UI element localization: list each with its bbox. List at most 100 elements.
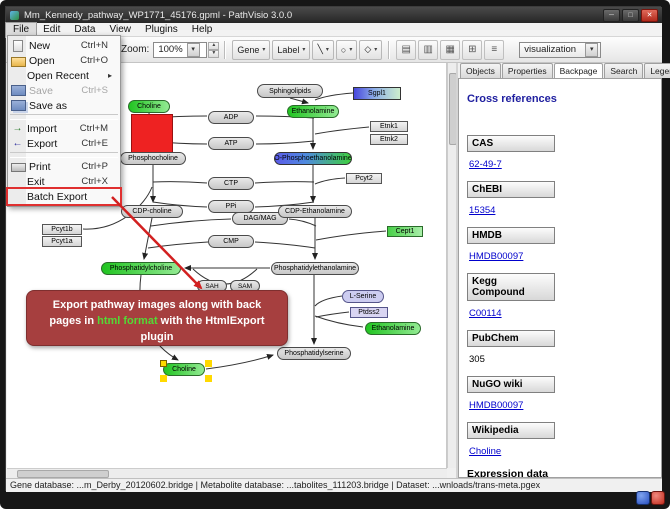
pathway-node[interactable]: Pcyt2	[346, 173, 382, 184]
pathway-node[interactable]: Ethanolamine	[287, 105, 339, 118]
menu-bar-item[interactable]: View	[102, 23, 138, 37]
pathway-node[interactable]: ADP	[208, 111, 254, 124]
pathway-node[interactable]: CDP-choline	[121, 205, 183, 218]
file-menu-item[interactable]	[10, 114, 118, 120]
xref-link[interactable]: 305	[469, 354, 485, 365]
app-icon	[10, 10, 19, 20]
pathway-node-label: DAG/MAG	[243, 215, 277, 222]
chevron-down-icon[interactable]: ▾	[186, 42, 200, 57]
xref-link[interactable]: HMDB00097	[469, 400, 524, 411]
file-menu-item[interactable]: Exit Ctrl+X	[8, 174, 120, 189]
distribute-button[interactable]: ⊞	[462, 39, 483, 60]
file-menu-item[interactable]	[10, 152, 118, 158]
xref-link[interactable]: Choline	[469, 446, 502, 457]
align-center-button[interactable]: ▥	[418, 39, 439, 60]
file-menu-item[interactable]: Open Ctrl+O	[8, 53, 120, 68]
scrollbar-thumb[interactable]	[17, 470, 109, 478]
maximize-button[interactable]: □	[622, 8, 639, 22]
pathway-node[interactable]: CDP-Ethanolamine	[278, 205, 352, 218]
file-menu-dropdown: New Ctrl+N Open Ctrl+O Open Recent Save	[7, 35, 121, 207]
menu-bar-item[interactable]: Edit	[36, 23, 67, 37]
file-menu-item[interactable]: Batch Export	[8, 189, 120, 204]
pathway-node[interactable]: Etnk1	[370, 121, 408, 132]
close-button[interactable]: ✕	[641, 8, 658, 22]
pathway-node[interactable]: CTP	[208, 177, 254, 190]
xref-link[interactable]: HMDB00097	[469, 251, 524, 262]
pathway-node[interactable]: Ethanolamine	[365, 322, 421, 335]
menu-item-label: Open	[29, 54, 55, 67]
file-menu-item[interactable]: Print Ctrl+P	[8, 159, 120, 174]
gene-datanode-tool-button[interactable]: Gene ▾	[232, 39, 271, 60]
pathway-node[interactable]: Phosphocholine	[120, 152, 186, 165]
pathway-node[interactable]: Cept1	[387, 226, 423, 237]
submenu-arrow-icon	[108, 71, 115, 80]
pathway-node[interactable]: L-Serine	[342, 290, 384, 303]
menu-bar-item[interactable]: Plugins	[138, 23, 185, 37]
pathway-node[interactable]: DAG/MAG	[232, 212, 288, 225]
pathway-node[interactable]: O-Phosphoethanolamine	[274, 152, 352, 165]
menu-item-label: Export	[27, 137, 58, 150]
line-tool-button[interactable]: ╲ ▾	[312, 39, 334, 60]
pathway-node-label: Pcyt2	[355, 175, 373, 182]
menu-bar-item[interactable]: File	[4, 21, 38, 38]
backpage-section: HMDB HMDB00097	[467, 227, 653, 263]
menu-item-icon	[11, 163, 26, 172]
frame-accent-button-red[interactable]	[651, 491, 665, 505]
menu-bar-item[interactable]: Data	[67, 23, 102, 37]
file-menu-item[interactable]: Save as	[8, 98, 120, 113]
chevron-down-icon: ▾	[262, 47, 266, 53]
zoom-combobox[interactable]: 100% ▾	[153, 41, 208, 58]
file-menu-item[interactable]: Save Ctrl+S	[8, 83, 120, 98]
align-left-button[interactable]: ▤	[396, 39, 417, 60]
shape-tool-button[interactable]: ◇ ▾	[359, 39, 383, 60]
sidebar-tab[interactable]: Search	[604, 63, 644, 78]
frame-accent-button-blue[interactable]	[636, 491, 650, 505]
canvas-vertical-scrollbar[interactable]	[447, 63, 457, 468]
sidebar-tab[interactable]: Backpage	[553, 63, 604, 79]
visualization-combobox[interactable]: visualization ▾	[519, 41, 602, 58]
pathway-node[interactable]: Etnk2	[370, 134, 408, 145]
pathway-node[interactable]: Choline	[160, 360, 205, 376]
file-menu-item[interactable]: Export Ctrl+E	[8, 136, 120, 151]
pathway-node[interactable]: Sphingolipids	[257, 84, 323, 98]
pathway-node[interactable]: Phosphatidylserine	[277, 347, 351, 360]
sidebar-tab[interactable]: Properties	[501, 63, 553, 78]
pathway-node[interactable]: CMP	[208, 235, 254, 248]
sidebar-tab[interactable]: Legend	[644, 63, 670, 78]
xref-link[interactable]: 62-49-7	[469, 159, 502, 170]
pathway-node[interactable]: Choline	[128, 100, 170, 113]
pathway-node[interactable]: PPi	[208, 200, 254, 213]
label-tool-button[interactable]: Label ▾	[272, 39, 311, 60]
pathway-node[interactable]: Phosphatidylcholine	[101, 262, 181, 275]
file-menu-item[interactable]: Import Ctrl+M	[8, 121, 120, 136]
stack-button[interactable]: ≡	[484, 39, 505, 60]
xref-source-header: ChEBI	[467, 181, 555, 198]
file-menu-item[interactable]: New Ctrl+N	[8, 38, 120, 53]
pathway-node[interactable]: Ptdss2	[350, 307, 388, 318]
pathway-node-label: Choline	[137, 103, 161, 110]
pathway-node[interactable]: ATP	[208, 137, 254, 150]
pathway-node[interactable]: Phosphatidylethanolamine	[271, 262, 359, 275]
pathway-node-label: Pcyt1a	[51, 238, 73, 245]
chevron-down-icon: ▾	[325, 47, 329, 53]
xref-link[interactable]: 15354	[469, 205, 496, 216]
menu-bar-item[interactable]: Help	[185, 23, 220, 37]
xref-link[interactable]: C00114	[469, 308, 502, 319]
minimize-button[interactable]: ─	[603, 8, 620, 22]
panel-splitter[interactable]	[456, 63, 458, 478]
pathway-node[interactable]: Pcyt1a	[42, 236, 82, 247]
file-menu-item[interactable]: Open Recent	[8, 68, 120, 83]
align-right-button[interactable]: ▦	[440, 39, 461, 60]
pathway-node[interactable]: Pcyt1b	[42, 224, 82, 235]
canvas-horizontal-scrollbar[interactable]	[7, 468, 447, 478]
pathway-node[interactable]: Sgpl1	[353, 87, 401, 100]
ellipse-tool-button[interactable]: ○ ▾	[335, 39, 358, 60]
chevron-down-icon[interactable]: ▾	[585, 42, 599, 57]
sidebar-tab[interactable]: Objects	[460, 63, 501, 78]
title-bar: Mm_Kennedy_pathway_WP1771_45176.gpml - P…	[6, 7, 662, 23]
menu-item-icon	[13, 39, 23, 52]
zoom-spinner[interactable]: ▲▼	[208, 41, 220, 58]
toolbar-separator	[224, 40, 227, 59]
pathway-node[interactable]: SAM	[230, 280, 260, 292]
